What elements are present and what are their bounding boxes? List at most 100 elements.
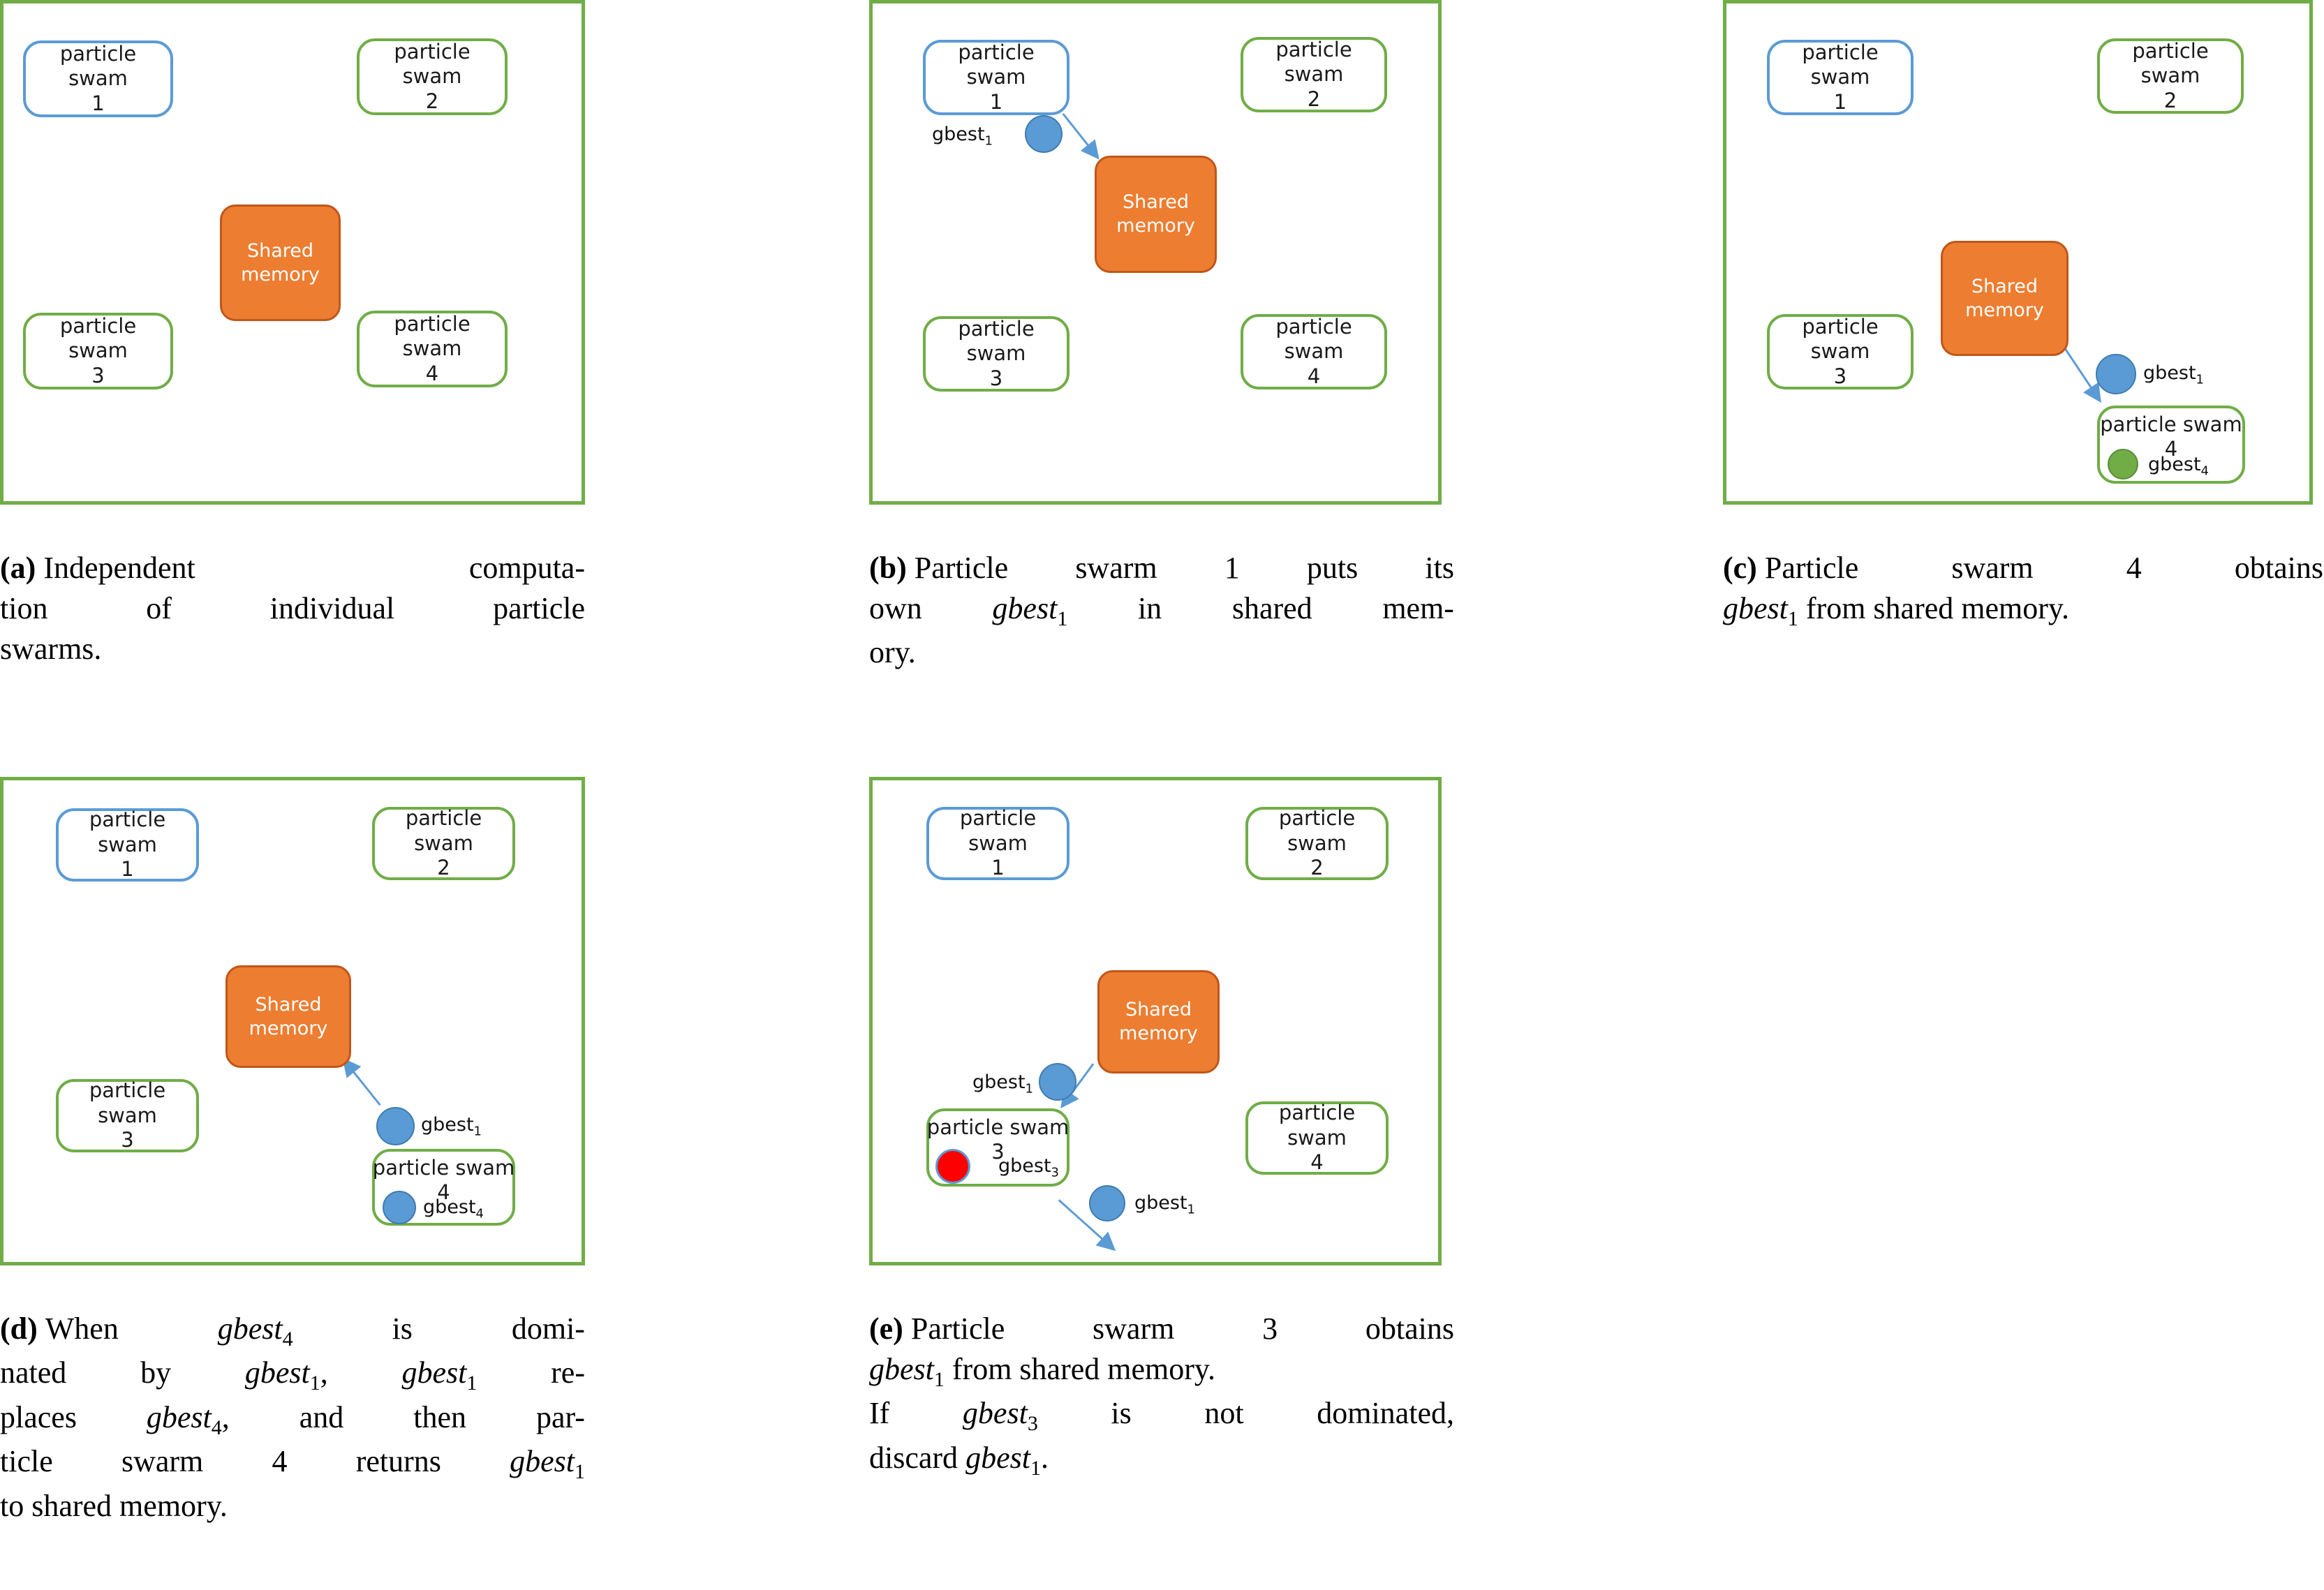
panel-d-swarm-2[interactable]: particle swam 2	[372, 806, 515, 880]
swarm-label-line2: swam	[68, 339, 128, 363]
shared-memory-line1: Shared	[1971, 275, 2038, 297]
swarm-label-line2: swam	[1287, 831, 1347, 855]
panel-a-swarm-2[interactable]: particle swam 2	[357, 38, 508, 115]
figure-panel-c: particle swam 1 particle swam 2 Shared m…	[1723, 0, 2323, 630]
swarm-label-line2: swam	[98, 1103, 157, 1127]
shared-memory-line2: memory	[241, 263, 320, 285]
panel-b-shared-memory[interactable]: Shared memory	[1095, 156, 1217, 273]
panel-a-frame: particle swam 1 particle swam 2 Shared m…	[0, 0, 585, 505]
panel-b-swarm-3[interactable]: particle swam 3	[923, 316, 1070, 392]
panel-c-gbest4-dot[interactable]	[2108, 449, 2138, 480]
panel-e-swarm-2[interactable]: particle swam 2	[1245, 806, 1389, 880]
panel-c-gbest1-dot[interactable]	[2096, 354, 2136, 394]
swarm-label-line1: particle swam	[926, 1115, 1070, 1139]
panel-c-swarm-3[interactable]: particle swam 3	[1767, 314, 1914, 389]
swarm-label-line3: 1	[121, 857, 134, 882]
caption-letter: (a)	[0, 551, 36, 585]
swarm-label-line3: 4	[425, 361, 439, 385]
panel-c-swarm-2[interactable]: particle swam 2	[2097, 38, 2244, 114]
panel-e-swarm-3[interactable]: particle swam 3	[926, 1108, 1070, 1187]
swarm-label-line3: 1	[991, 856, 1005, 880]
swarm-label-line3: 3	[989, 366, 1003, 390]
caption-line: discard gbest1.	[869, 1440, 1049, 1480]
panel-b-swarm-4[interactable]: particle swam 4	[1241, 314, 1387, 389]
caption-letter: (e)	[869, 1312, 903, 1346]
swarm-label-line2: 3	[991, 1140, 1005, 1164]
swarm-label-line1: particle	[1802, 40, 1879, 64]
panel-d-gbest1-dot[interactable]	[376, 1107, 415, 1145]
swarm-label-line1: particle	[2132, 38, 2209, 63]
figure-panel-a: particle swam 1 particle swam 2 Shared m…	[0, 0, 585, 666]
panel-a-swarm-4[interactable]: particle swam 4	[357, 311, 508, 387]
arrow-swarm4-to-shared-memory	[342, 1057, 381, 1106]
panel-d-shared-memory[interactable]: Shared memory	[225, 965, 351, 1068]
panel-c-shared-memory[interactable]: Shared memory	[1941, 241, 2068, 356]
swarm-label-line3: 3	[1833, 364, 1847, 388]
panel-d-swarm-1[interactable]: particle swam 1	[56, 808, 199, 882]
caption-letter: (b)	[869, 551, 907, 585]
swarm-label-line3: 1	[91, 91, 105, 115]
panel-e-swarm-1[interactable]: particle swam 1	[926, 806, 1070, 880]
panel-d-gbest4-label: gbest4	[423, 1196, 484, 1221]
panel-e-gbest1-out-dot[interactable]	[1089, 1185, 1125, 1221]
swarm-label-line2: swam	[68, 66, 128, 91]
caption-letter: (d)	[0, 1312, 38, 1346]
panel-e-frame: particle swam 1 particle swam 2 Shared m…	[869, 777, 1442, 1265]
shared-memory-line1: Shared	[255, 993, 322, 1016]
swarm-label-line2: swam	[1284, 339, 1344, 364]
panel-c-swarm-4[interactable]: particle swam 4	[2097, 406, 2245, 484]
shared-memory-line2: memory	[249, 1017, 328, 1039]
swarm-label-line3: 2	[437, 856, 450, 880]
swarm-label-line2: swam	[968, 831, 1028, 855]
swarm-label-line3: 1	[1833, 89, 1847, 114]
caption-line: swarms.	[0, 632, 102, 667]
swarm-label-line2: swam	[1810, 339, 1870, 364]
swarm-label-line2: swam	[1287, 1125, 1347, 1150]
panel-b-gbest1-dot[interactable]	[1025, 115, 1063, 153]
panel-d-gbest1-label: gbest1	[421, 1114, 482, 1139]
panel-d-gbest4-dot[interactable]	[383, 1191, 416, 1224]
panel-e-gbest3-dot[interactable]	[935, 1149, 970, 1184]
panel-e-shared-memory[interactable]: Shared memory	[1097, 970, 1220, 1073]
swarm-label-line1: particle	[1275, 37, 1352, 61]
swarm-label-line3: 1	[989, 89, 1003, 114]
swarm-label-line2: swam	[966, 65, 1026, 89]
shared-memory-line2: memory	[1116, 215, 1195, 237]
swarm-label-line2: swam	[402, 64, 462, 89]
swarm-label-line1: particle	[958, 316, 1035, 341]
panel-c-gbest4-label: gbest4	[2148, 454, 2209, 479]
panel-e-swarm-4[interactable]: particle swam 4	[1245, 1101, 1389, 1175]
panel-d-swarm-3[interactable]: particle swam 3	[56, 1078, 199, 1152]
swarm-label-line3: 3	[91, 363, 105, 387]
panel-c-frame: particle swam 1 particle swam 2 Shared m…	[1723, 0, 2313, 505]
swarm-label-line2: swam	[966, 341, 1026, 366]
caption-letter: (c)	[1723, 551, 1757, 585]
panel-c-swarm-1[interactable]: particle swam 1	[1767, 40, 1914, 115]
panel-a-shared-memory[interactable]: Shared memory	[220, 205, 341, 321]
panel-a-swarm-1[interactable]: particle swam 1	[23, 40, 173, 117]
panel-d-frame: particle swam 1 particle swam 2 Shared m…	[0, 777, 585, 1265]
swarm-label-line1: particle	[1802, 314, 1879, 339]
panel-b-swarm-2[interactable]: particle swam 2	[1241, 37, 1387, 112]
swarm-label-line1: particle	[59, 313, 137, 338]
panel-a-swarm-3[interactable]: particle swam 3	[23, 313, 173, 389]
panel-e-gbest1-top-dot[interactable]	[1039, 1063, 1076, 1101]
swarm-label-line1: particle	[405, 806, 482, 831]
swarm-label-line1: particle	[59, 41, 137, 66]
panel-e-gbest1-out-label: gbest1	[1134, 1192, 1195, 1217]
panel-b-swarm-1[interactable]: particle swam 1	[923, 40, 1070, 115]
arrow-swarm1-to-shared-memory	[1062, 112, 1100, 160]
